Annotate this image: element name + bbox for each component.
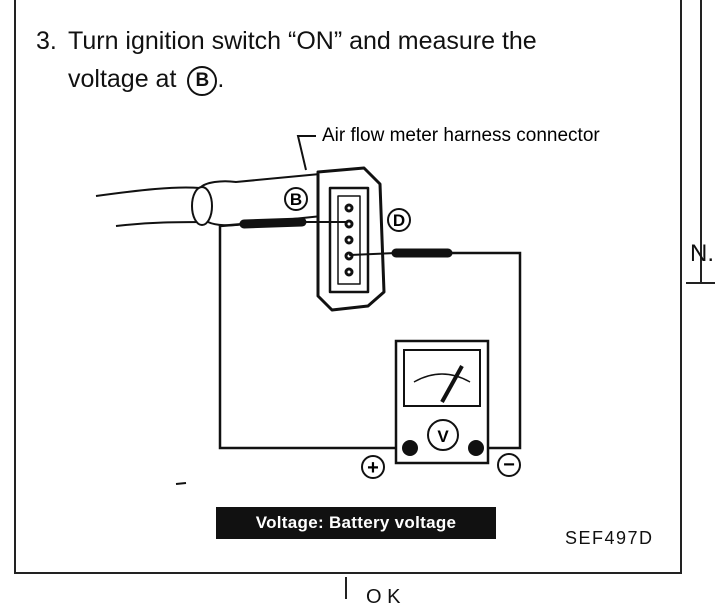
negative-lead — [448, 251, 522, 450]
print-speck — [175, 482, 187, 485]
side-fragment-text: N. — [690, 240, 714, 267]
meter-needle — [440, 365, 464, 403]
terminal-d-label: D — [393, 211, 405, 230]
callout-leader — [296, 135, 316, 171]
step-instruction: 3. Turn ignition switch “ON” and measure … — [36, 22, 537, 98]
positive-marker — [361, 455, 385, 479]
step-line-2-wrap: voltage at B. — [36, 60, 537, 98]
bottom-connector-line — [345, 577, 347, 599]
right-rule — [700, 0, 702, 282]
positive-terminal — [402, 440, 418, 456]
step-line-2: voltage at — [68, 65, 177, 93]
figure-code: SEF497D — [565, 528, 654, 548]
terminal-b-label: B — [290, 190, 302, 209]
probe-d — [349, 248, 453, 258]
negative-terminal — [468, 440, 484, 456]
harness-connector — [316, 166, 386, 312]
voltage-result-label: Voltage: Battery voltage — [216, 507, 496, 539]
terminal-b-badge: B — [187, 66, 218, 96]
positive-symbol: + — [367, 457, 379, 479]
step-number: 3. — [36, 27, 57, 55]
right-branch-rule — [686, 282, 715, 284]
voltmeter-symbol: V — [437, 427, 449, 446]
connector-callout: Air flow meter harness connector — [322, 125, 600, 146]
step-line-1: Turn ignition switch “ON” and measure th… — [68, 27, 537, 55]
terminal-d-circle — [387, 208, 411, 232]
step-line-2-end: . — [217, 65, 225, 93]
voltmeter — [394, 339, 490, 465]
terminal-b-circle — [284, 187, 308, 211]
negative-symbol: − — [503, 454, 515, 476]
positive-lead — [218, 222, 398, 450]
probe-b — [239, 217, 347, 229]
figure-frame — [14, 0, 682, 574]
negative-marker — [497, 453, 521, 477]
